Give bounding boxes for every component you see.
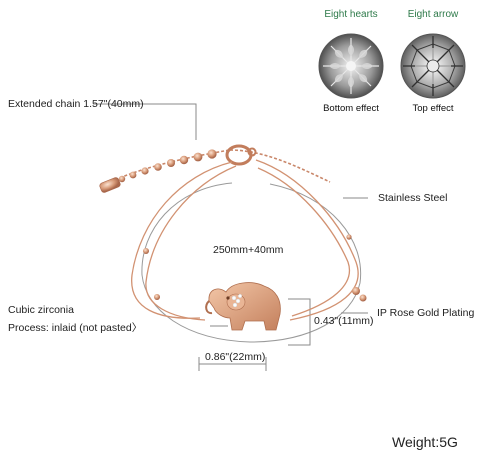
chain-beads [143,234,367,302]
bracelet-loop-outline [141,182,362,343]
extended-chain [99,144,331,193]
height-dimension-label: 0.43"(11mm) [314,315,374,327]
length-label: 250mm+40mm [213,244,284,256]
plating-label: IP Rose Gold Plating [377,307,475,319]
bottom-effect-caption: Bottom effect [323,103,379,114]
top-effect-caption: Top effect [412,103,454,114]
eight-hearts-caption: Eight hearts [324,9,378,20]
process-label: Process: inlaid (not pasted〉 [8,322,143,334]
bracelet-chains [131,159,359,321]
elephant-charm [205,282,281,331]
weight-label: Weight:5G [392,434,458,450]
width-dimension-label: 0.86"(22mm) [205,351,266,363]
eight-arrows-diamond-icon [400,33,466,99]
stainless-steel-label: Stainless Steel [378,192,448,204]
eight-hearts-diamond-icon [318,33,384,99]
eight-arrow-caption: Eight arrow [407,9,459,20]
cubic-zirconia-label: Cubic zirconia [8,304,74,316]
extended-chain-label: Extended chain 1.57"(40mm) [8,98,144,110]
leader-lines [93,103,368,371]
